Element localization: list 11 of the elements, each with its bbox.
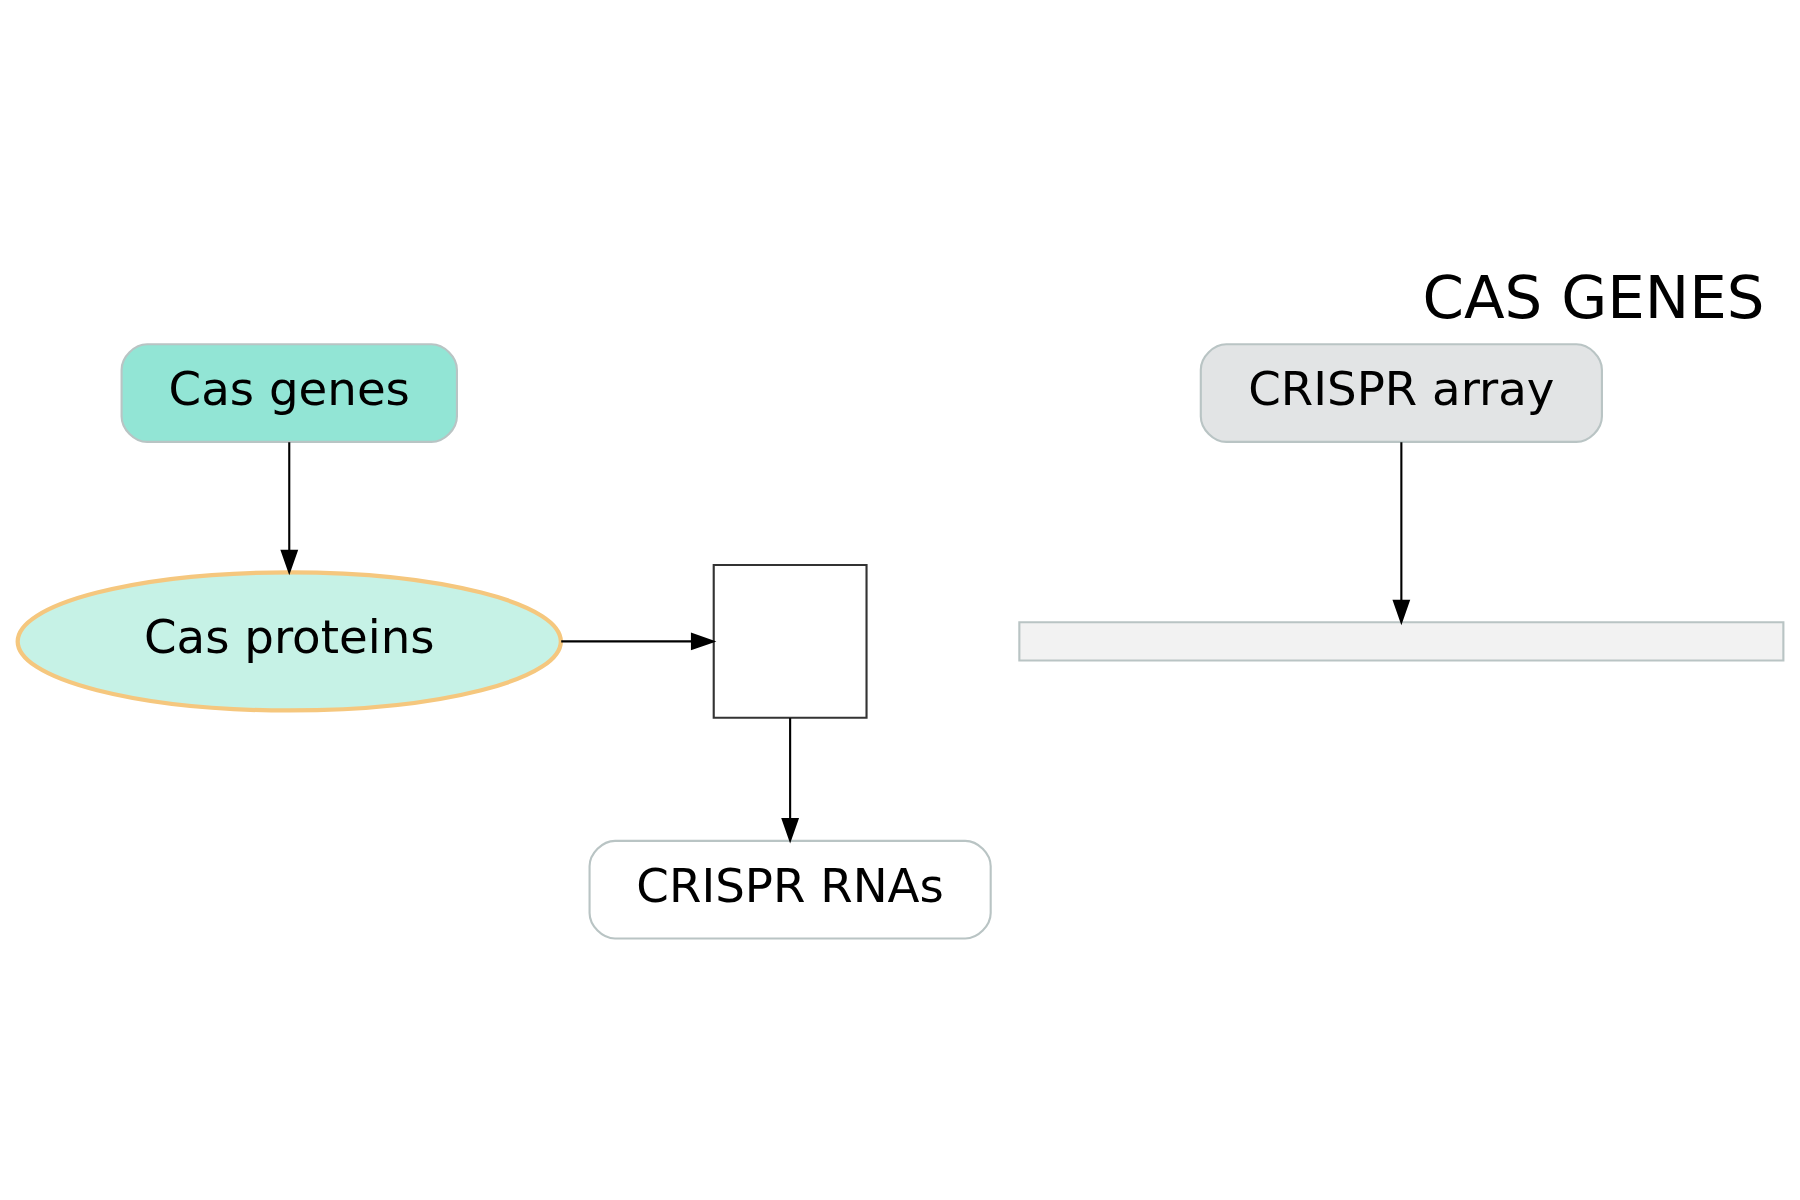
node-box: CRISPR RNAs bbox=[588, 839, 992, 940]
arrow bbox=[560, 632, 716, 651]
node-bar bbox=[1017, 621, 1784, 662]
arrow bbox=[780, 718, 799, 844]
arrow bbox=[279, 442, 298, 576]
node-box: Cas genes bbox=[120, 343, 458, 443]
diagram-title: CAS GENES bbox=[1421, 262, 1764, 332]
node-box: CRISPR array bbox=[1199, 343, 1603, 443]
arrow bbox=[1391, 442, 1410, 626]
node-ellipse: Cas proteins bbox=[15, 570, 563, 713]
node-box bbox=[712, 563, 868, 719]
